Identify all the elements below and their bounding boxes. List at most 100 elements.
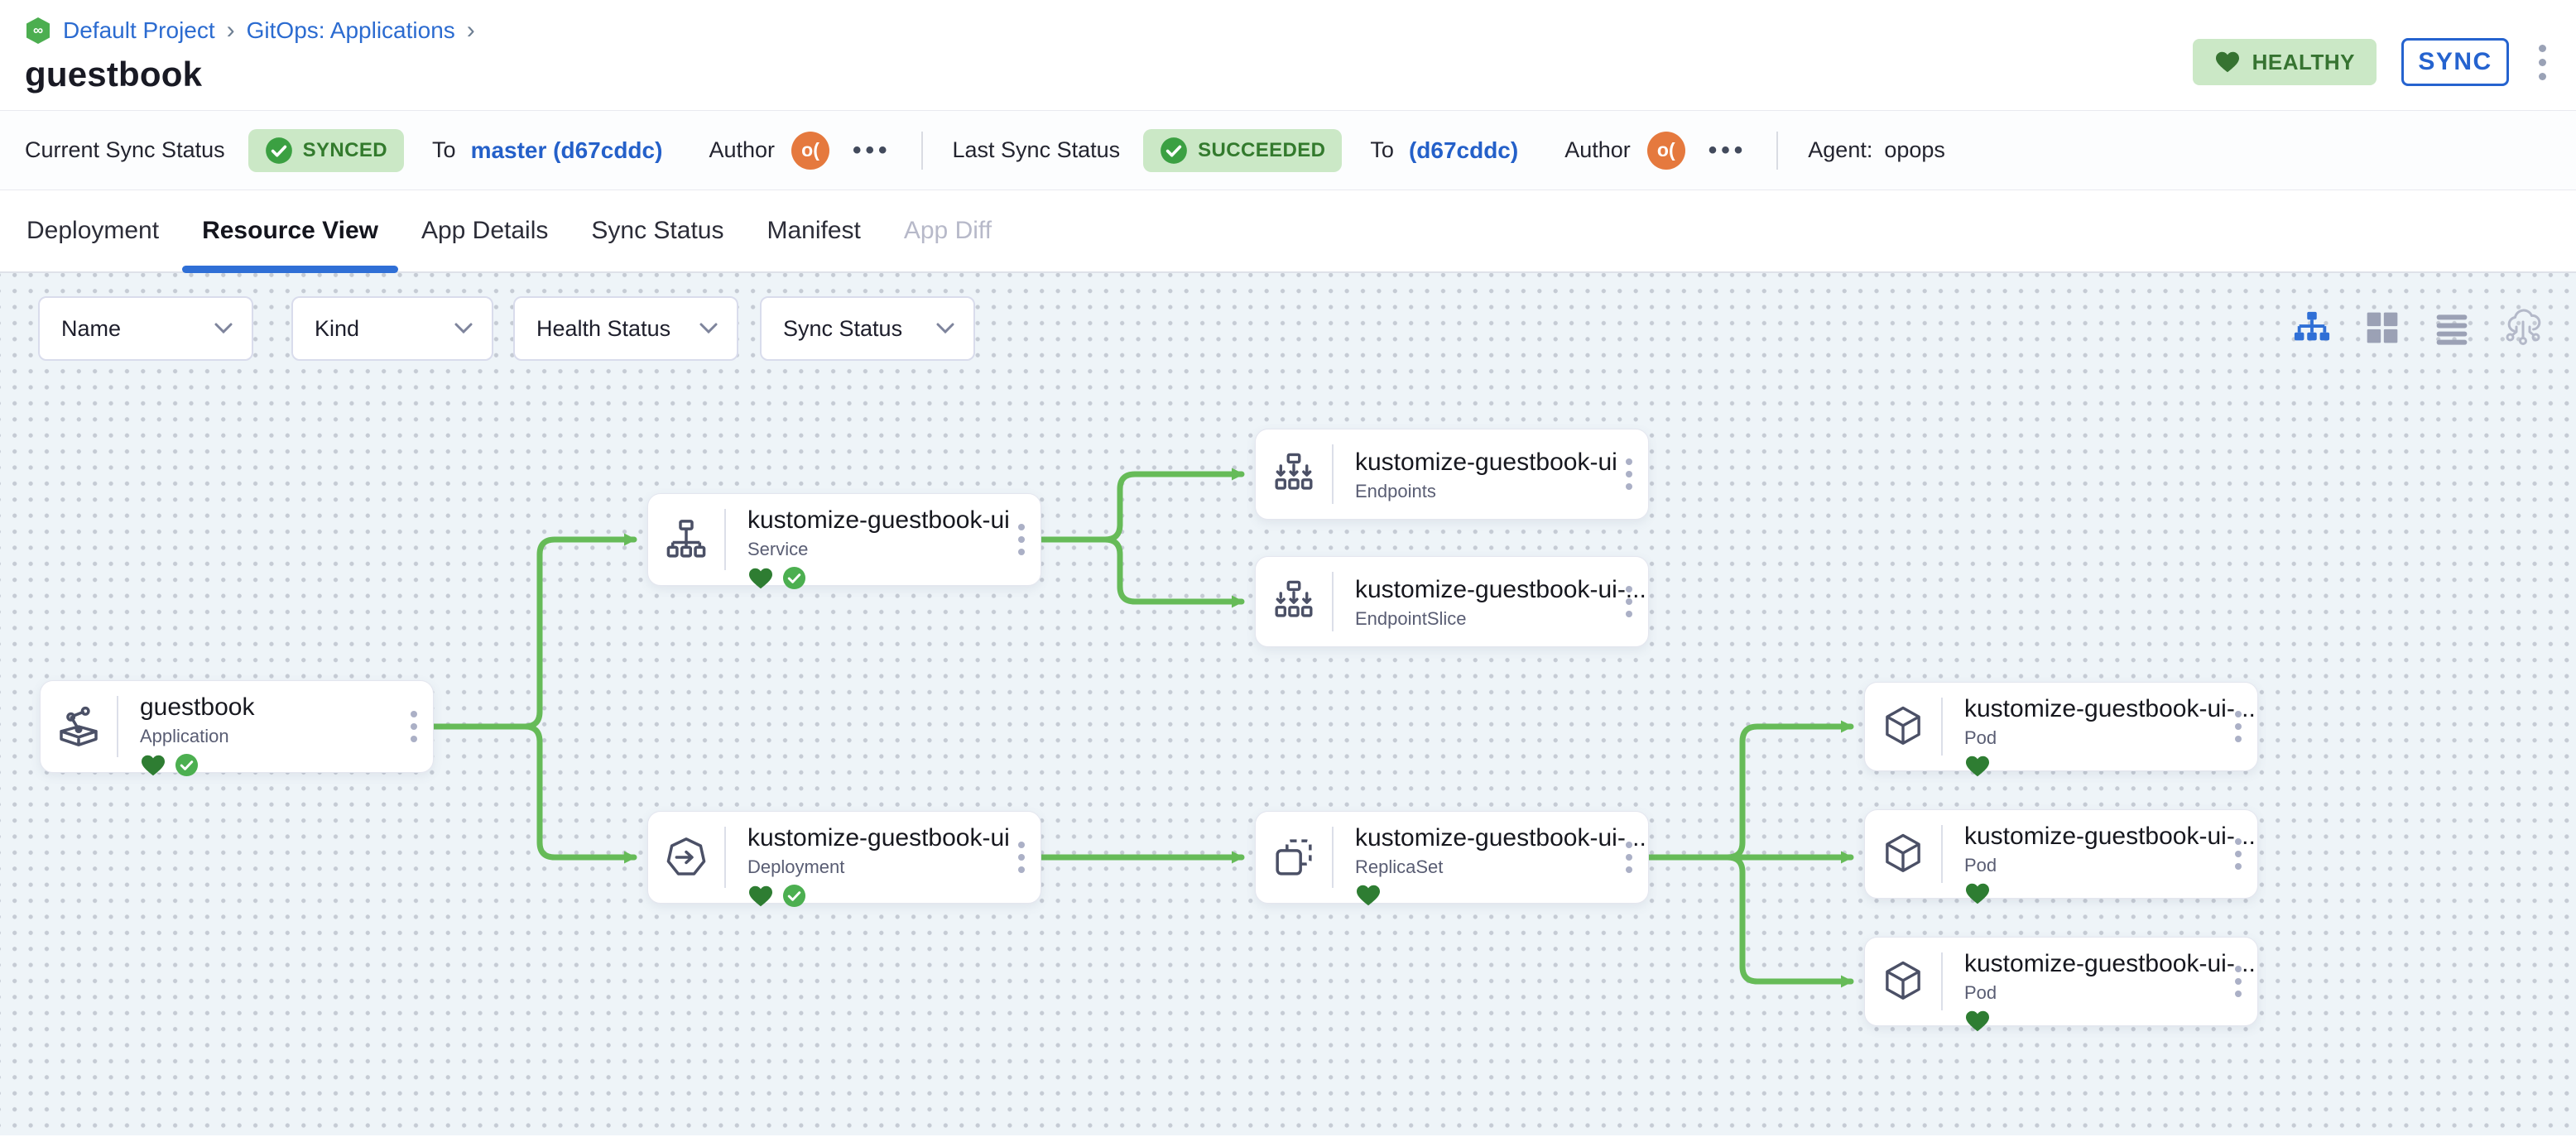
node-menu-button[interactable] [1610,429,1648,519]
tab-resource-view[interactable]: Resource View [180,190,400,273]
filter-sync-status-label: Sync Status [783,315,903,341]
app-header: ∞ Default Project › GitOps: Applications… [0,0,2576,111]
header-more-menu-button[interactable] [2534,40,2551,85]
pod-icon [1865,810,1941,898]
divider [724,827,726,888]
node-status-icons [1964,755,2219,778]
current-revision-link[interactable]: master (d67cddc) [470,137,663,163]
filter-name-label: Name [61,315,122,341]
node-title: kustomize-guestbook-ui-... [1964,695,2256,722]
grid-view-icon[interactable] [2364,309,2401,346]
check-circle-icon [265,137,292,164]
synced-check-icon [782,566,806,590]
to-label: To [432,137,456,162]
node-pod-1[interactable]: kustomize-guestbook-ui-... Pod [1864,682,2258,777]
healthy-heart-icon [1357,885,1380,906]
filter-kind-label: Kind [315,315,360,341]
node-kind: EndpointSlice [1355,608,1467,629]
pod-icon [1865,683,1941,770]
divider [1776,131,1779,170]
node-status-icons [747,884,1002,908]
agent-label: Agent: [1808,137,1873,162]
author-avatar[interactable]: o( [791,131,829,170]
breadcrumb-separator: › [466,17,475,44]
breadcrumb-separator: › [226,17,235,44]
healthy-heart-icon [1966,756,1989,777]
synced-check-icon [175,753,199,777]
svg-text:∞: ∞ [33,22,43,38]
current-sync-group: Current Sync Status SYNCED To master (d6… [25,128,892,172]
list-view-icon[interactable] [2434,309,2470,346]
node-pod-3[interactable]: kustomize-guestbook-ui-... Pod [1864,937,2258,1032]
filter-kind[interactable]: Kind [291,296,493,361]
node-menu-button[interactable] [1610,812,1648,903]
node-kind: Pod [1964,855,1997,876]
edge-app-to-deployment [430,723,637,864]
node-status-icons [1964,882,2219,905]
node-pod-2[interactable]: kustomize-guestbook-ui-... Pod [1864,809,2258,904]
commit-more-button[interactable]: ••• [1708,136,1747,164]
chevron-down-icon [454,323,473,334]
node-kind: Pod [1964,982,1997,1003]
healthy-heart-icon [1966,883,1989,904]
author-label: Author [709,137,775,162]
pod-icon [1865,938,1941,1025]
last-revision-link[interactable]: (d67cddc) [1408,137,1519,163]
node-menu-button[interactable] [1002,812,1040,903]
deployment-icon [648,812,724,903]
node-title: kustomize-guestbook-ui-... [1355,576,1646,603]
divider [1941,952,1943,1010]
health-badge-label: HEALTHY [2252,49,2355,74]
resource-tree-edges [430,468,1854,988]
node-application-guestbook[interactable]: guestbook Application [40,680,434,777]
replicaset-icon [1256,812,1332,903]
resource-tree-canvas[interactable]: Name Kind Health Status Sync Status [0,273,2576,1135]
synced-check-icon [782,884,806,908]
tree-view-icon[interactable] [2293,309,2331,347]
node-kind: ReplicaSet [1355,856,1444,877]
last-sync-label: Last Sync Status [952,137,1121,162]
node-status-icons [1355,884,1610,907]
page-title: guestbook [25,55,203,94]
node-menu-button[interactable] [2219,810,2257,898]
tab-app-details[interactable]: App Details [421,217,549,244]
author-avatar[interactable]: o( [1646,131,1685,170]
health-status-badge: HEALTHY [2192,39,2377,85]
node-menu-button[interactable] [395,681,433,772]
healthy-heart-icon [749,885,772,906]
breadcrumb-project[interactable]: Default Project [63,17,215,43]
node-menu-button[interactable] [2219,683,2257,770]
node-endpointslice[interactable]: kustomize-guestbook-ui-... EndpointSlice [1255,556,1649,647]
tab-app-diff[interactable]: App Diff [903,217,992,244]
breadcrumb-section[interactable]: GitOps: Applications [246,17,455,43]
filter-name[interactable]: Name [38,296,253,361]
tab-manifest[interactable]: Manifest [767,217,861,244]
node-deployment[interactable]: kustomize-guestbook-ui Deployment [647,811,1041,908]
succeeded-badge: SUCCEEDED [1143,128,1343,172]
node-endpoints[interactable]: kustomize-guestbook-ui Endpoints [1255,429,1649,520]
commit-more-button[interactable]: ••• [853,136,892,164]
node-title: kustomize-guestbook-ui-... [1964,823,2256,850]
node-status-icons [140,753,395,777]
node-menu-button[interactable] [1610,557,1648,646]
node-menu-button[interactable] [1002,494,1040,585]
current-sync-label: Current Sync Status [25,137,225,162]
cluster-view-icon[interactable] [2503,308,2543,348]
tab-deployment[interactable]: Deployment [26,217,160,244]
agent-group: Agent: opops [1808,137,1945,163]
filter-sync-status[interactable]: Sync Status [760,296,975,361]
filter-health-status-label: Health Status [536,315,671,341]
node-service[interactable]: kustomize-guestbook-ui Service [647,493,1041,590]
node-menu-button[interactable] [2219,938,2257,1025]
divider [117,696,118,757]
chevron-down-icon [214,323,233,334]
tab-sync-status[interactable]: Sync Status [591,217,724,244]
filter-health-status[interactable]: Health Status [513,296,738,361]
node-status-icons [747,566,1002,590]
node-title: guestbook [140,693,255,721]
sync-button[interactable]: SYNC [2401,38,2509,86]
node-replicaset[interactable]: kustomize-guestbook-ui-... ReplicaSet [1255,811,1649,907]
heart-icon [2215,51,2239,73]
breadcrumb: ∞ Default Project › GitOps: Applications… [25,17,2576,45]
view-toggle-group [2293,308,2543,348]
